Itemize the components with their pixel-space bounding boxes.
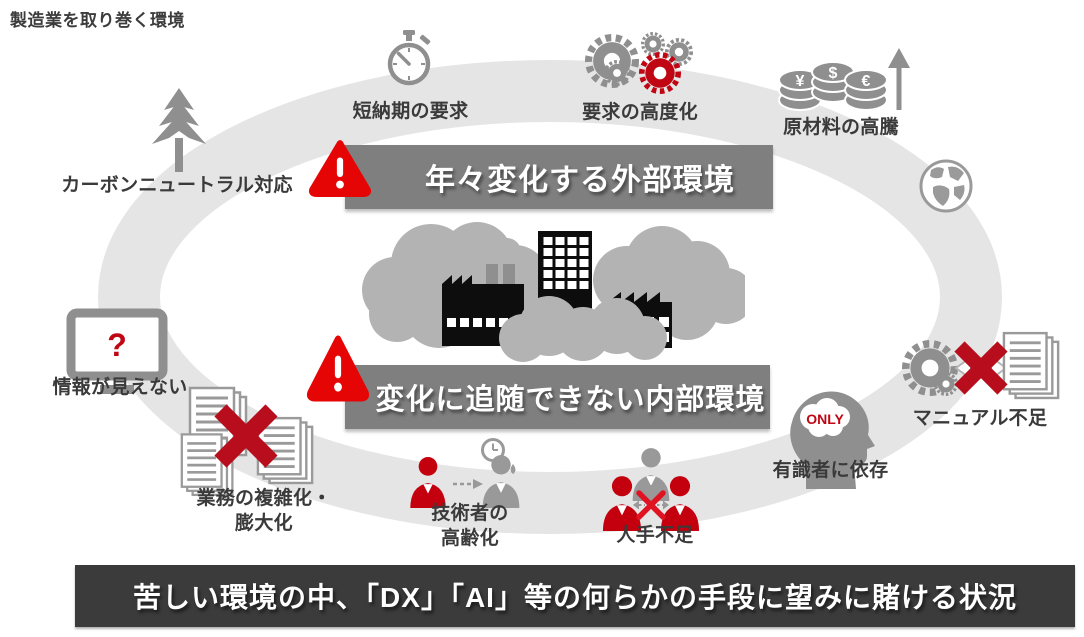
label-labor-shortage: 人手不足 xyxy=(616,525,694,546)
aging-engineer-icon xyxy=(405,438,523,508)
monitor-question-icon: ? xyxy=(64,308,170,400)
sweat-drop-icon xyxy=(510,464,516,474)
up-arrow-icon xyxy=(888,48,910,110)
warning-triangle-icon xyxy=(308,136,372,202)
question-mark-text: ? xyxy=(107,327,127,363)
euro-symbol: € xyxy=(862,73,871,90)
yen-symbol: ¥ xyxy=(796,73,805,90)
smog-cloud-front xyxy=(499,296,667,362)
label-engineer-aging: 技術者の 高齢化 xyxy=(431,503,509,549)
label-raw-material-surge: 原材料の高騰 xyxy=(783,117,899,138)
coins-rising-icon: ¥ $ € xyxy=(776,46,926,118)
gear-x-documents-icon xyxy=(898,328,1064,416)
gears-icon xyxy=(581,26,703,108)
people-shortage-icon xyxy=(593,445,709,531)
warning-triangle-icon xyxy=(306,335,370,403)
conclusion-banner: 苦しい環境の中、「DX」「AI」等の何らかの手段に望みに賭ける状況 xyxy=(75,565,1075,627)
label-expert-dependency: 有識者に依存 xyxy=(772,460,889,481)
label-carbon-neutral: カーボンニュートラル対応 xyxy=(61,175,293,196)
label-advanced-requirements: 要求の高度化 xyxy=(582,102,698,123)
internal-environment-banner: 変化に追随できない内部環境 xyxy=(345,365,770,429)
expert-brain-icon: ONLY xyxy=(780,385,880,489)
conclusion-text: 苦しい環境の中、「DX」「AI」等の何らかの手段に望みに賭ける状況 xyxy=(133,582,1017,613)
external-environment-text: 年々変化する外部環境 xyxy=(425,164,735,197)
tree-icon xyxy=(146,88,212,172)
label-manual-shortage: マニュアル不足 xyxy=(912,408,1048,429)
internal-environment-text: 変化に追随できない内部環境 xyxy=(375,384,766,416)
label-information-invisible: 情報が見えない xyxy=(52,377,188,398)
label-short-delivery: 短納期の要求 xyxy=(352,101,469,122)
page-title: 製造業を取り巻く環境 xyxy=(10,11,185,30)
globe-icon xyxy=(917,157,975,215)
label-work-complexity: 業務の複雑化・ 膨大化 xyxy=(196,488,332,534)
stopwatch-icon xyxy=(384,30,434,88)
external-environment-banner: 年々変化する外部環境 xyxy=(345,145,773,209)
cross-x-icon xyxy=(636,490,666,520)
factory-smog-scene xyxy=(362,222,745,362)
only-text: ONLY xyxy=(806,411,844,427)
dollar-symbol: $ xyxy=(829,65,838,82)
